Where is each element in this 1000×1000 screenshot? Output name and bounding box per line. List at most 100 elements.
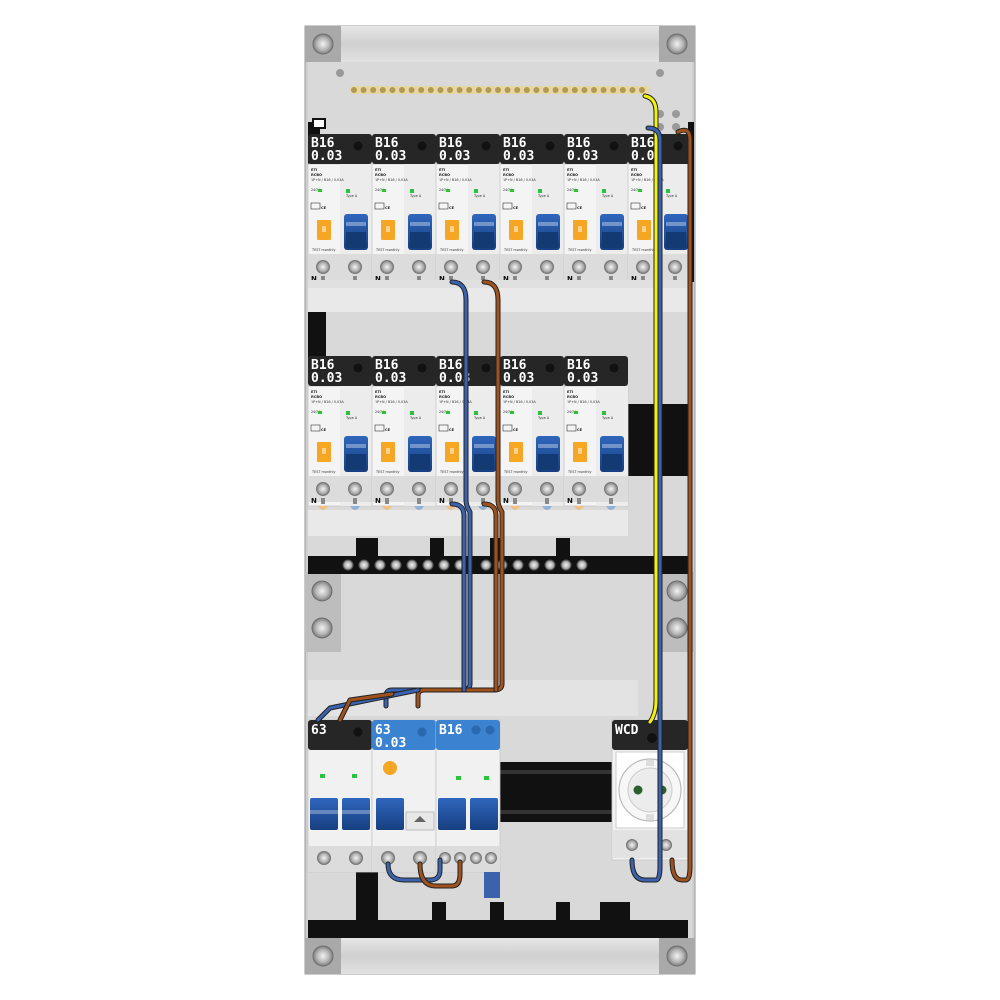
rating-label: B16 <box>503 358 527 373</box>
sensitivity-label: 0.03 <box>311 149 342 164</box>
rated-label: 240V~ <box>503 410 515 414</box>
ce-mark: CE <box>321 206 327 210</box>
sensitivity-label: 0.03 <box>311 371 342 386</box>
ce-mark: CE <box>449 206 455 210</box>
test-label: TEST monthly <box>375 470 399 474</box>
model-label: RCBO <box>311 173 322 177</box>
neutral-wire-mid <box>450 502 466 692</box>
brand-label: ETI <box>311 168 317 172</box>
rated-label: 240V~ <box>311 188 323 192</box>
brand-label: ETI <box>439 168 445 172</box>
type-label: Type A <box>473 194 486 198</box>
phase-wire-mid <box>482 502 498 692</box>
model-label: RCBO <box>567 173 578 177</box>
test-label: TEST monthly <box>503 470 527 474</box>
test-label: TEST monthly <box>631 248 655 252</box>
ce-mark: CE <box>449 428 455 432</box>
type-label: Type A <box>409 194 422 198</box>
mcb-breaker[interactable]: B16 <box>435 719 501 898</box>
model-label: RCBO <box>375 173 386 177</box>
model-label: RCBO <box>503 395 514 399</box>
model-label: RCBO <box>311 395 322 399</box>
rated-label: 240V~ <box>311 410 323 414</box>
test-label: TEST monthly <box>439 248 463 252</box>
neutral-loop <box>386 858 442 882</box>
main-switch[interactable]: 63 <box>307 719 373 873</box>
type-label: Type A <box>537 416 550 420</box>
rated-label: 240V~ <box>439 410 451 414</box>
spec-label: 1P+N / B16 / 0.03A <box>567 400 600 404</box>
brand-label: ETI <box>375 390 381 394</box>
rcd-sensitivity: 0.03 <box>375 736 406 751</box>
test-label: TEST monthly <box>311 248 335 252</box>
earth-wire <box>643 94 658 724</box>
spec-label: 1P+N / B16 / 0.03A <box>439 178 472 182</box>
socket-label: WCD <box>615 723 639 738</box>
ce-mark: CE <box>385 428 391 432</box>
neutral-mark: N <box>631 275 637 283</box>
main-switch-rating: 63 <box>311 723 327 738</box>
rating-label: B16 <box>375 136 399 151</box>
rating-label: B16 <box>567 136 591 151</box>
rating-label: B16 <box>375 358 399 373</box>
neutral-mark: N <box>375 275 381 283</box>
phase-wire-top <box>416 280 504 708</box>
neutral-mark: N <box>311 497 317 505</box>
model-label: RCBO <box>503 173 514 177</box>
brand-label: ETI <box>567 390 573 394</box>
sensitivity-label: 0.03 <box>567 371 598 386</box>
spec-label: 1P+N / B16 / 0.03A <box>375 400 408 404</box>
model-label: RCBO <box>631 173 642 177</box>
rated-label: 240V~ <box>567 410 579 414</box>
rated-label: 240V~ <box>375 188 387 192</box>
sensitivity-label: 0.03 <box>439 149 470 164</box>
rated-label: 240V~ <box>503 188 515 192</box>
ce-mark: CE <box>321 428 327 432</box>
neutral-mark: N <box>567 275 573 283</box>
type-label: Type A <box>345 416 358 420</box>
rating-label: B16 <box>567 358 591 373</box>
type-label: Type A <box>601 416 614 420</box>
ce-mark: CE <box>513 428 519 432</box>
spec-label: 1P+N / B16 / 0.03A <box>375 178 408 182</box>
test-label: TEST monthly <box>439 470 463 474</box>
rcd-switch[interactable]: 630.03 <box>371 719 437 873</box>
bottom-cover <box>305 938 695 974</box>
brand-label: ETI <box>439 390 445 394</box>
brand-label: ETI <box>375 168 381 172</box>
rating-label: B16 <box>439 358 463 373</box>
test-label: TEST monthly <box>375 248 399 252</box>
socket-outlet[interactable]: WCD <box>611 719 689 861</box>
type-label: Type A <box>601 194 614 198</box>
model-label: RCBO <box>375 395 386 399</box>
rated-label: 240V~ <box>631 188 643 192</box>
sensitivity-label: 0.03 <box>567 149 598 164</box>
neutral-mark: N <box>567 497 573 505</box>
neutral-mark: N <box>439 275 445 283</box>
sensitivity-label: 0.03 <box>439 371 470 386</box>
sensitivity-label: 0.03 <box>503 371 534 386</box>
type-label: Type A <box>665 194 678 198</box>
neutral-mark: N <box>439 497 445 505</box>
sensitivity-label: 0.03 <box>375 149 406 164</box>
brand-label: ETI <box>631 168 637 172</box>
rating-label: B16 <box>311 136 335 151</box>
test-label: TEST monthly <box>567 470 591 474</box>
spec-label: 1P+N / B16 / 0.03A <box>567 178 600 182</box>
rated-label: 240V~ <box>439 188 451 192</box>
comb-busbar <box>350 86 650 94</box>
rating-label: B16 <box>631 136 655 151</box>
